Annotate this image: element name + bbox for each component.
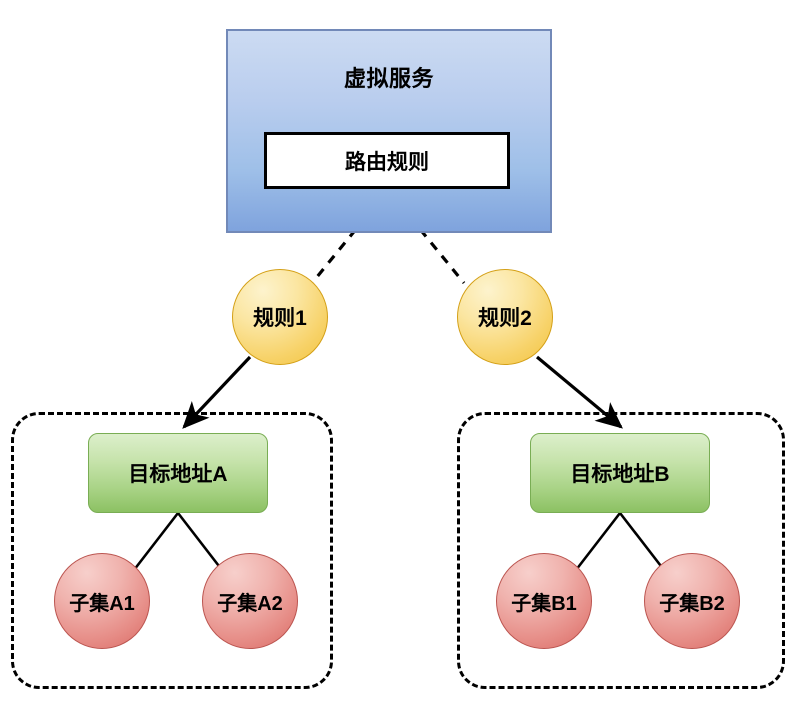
rule-circle-2[interactable]: 规则2 — [457, 269, 553, 365]
destination-box-b[interactable]: 目标地址B — [530, 433, 710, 513]
virtual-service-box[interactable]: 虚拟服务 路由规则 — [226, 29, 552, 233]
virtual-service-label: 虚拟服务 — [343, 66, 434, 91]
subset-circle-b2[interactable]: 子集B2 — [644, 553, 740, 649]
routing-rule-box[interactable]: 路由规则 — [264, 132, 510, 189]
subset-circle-a1[interactable]: 子集A1 — [54, 553, 150, 649]
subset-circle-b1[interactable]: 子集B1 — [496, 553, 592, 649]
destination-group-a — [11, 412, 333, 689]
destination-box-a[interactable]: 目标地址A — [88, 433, 268, 513]
subset-circle-a2[interactable]: 子集A2 — [202, 553, 298, 649]
rule-circle-1[interactable]: 规则1 — [232, 269, 328, 365]
